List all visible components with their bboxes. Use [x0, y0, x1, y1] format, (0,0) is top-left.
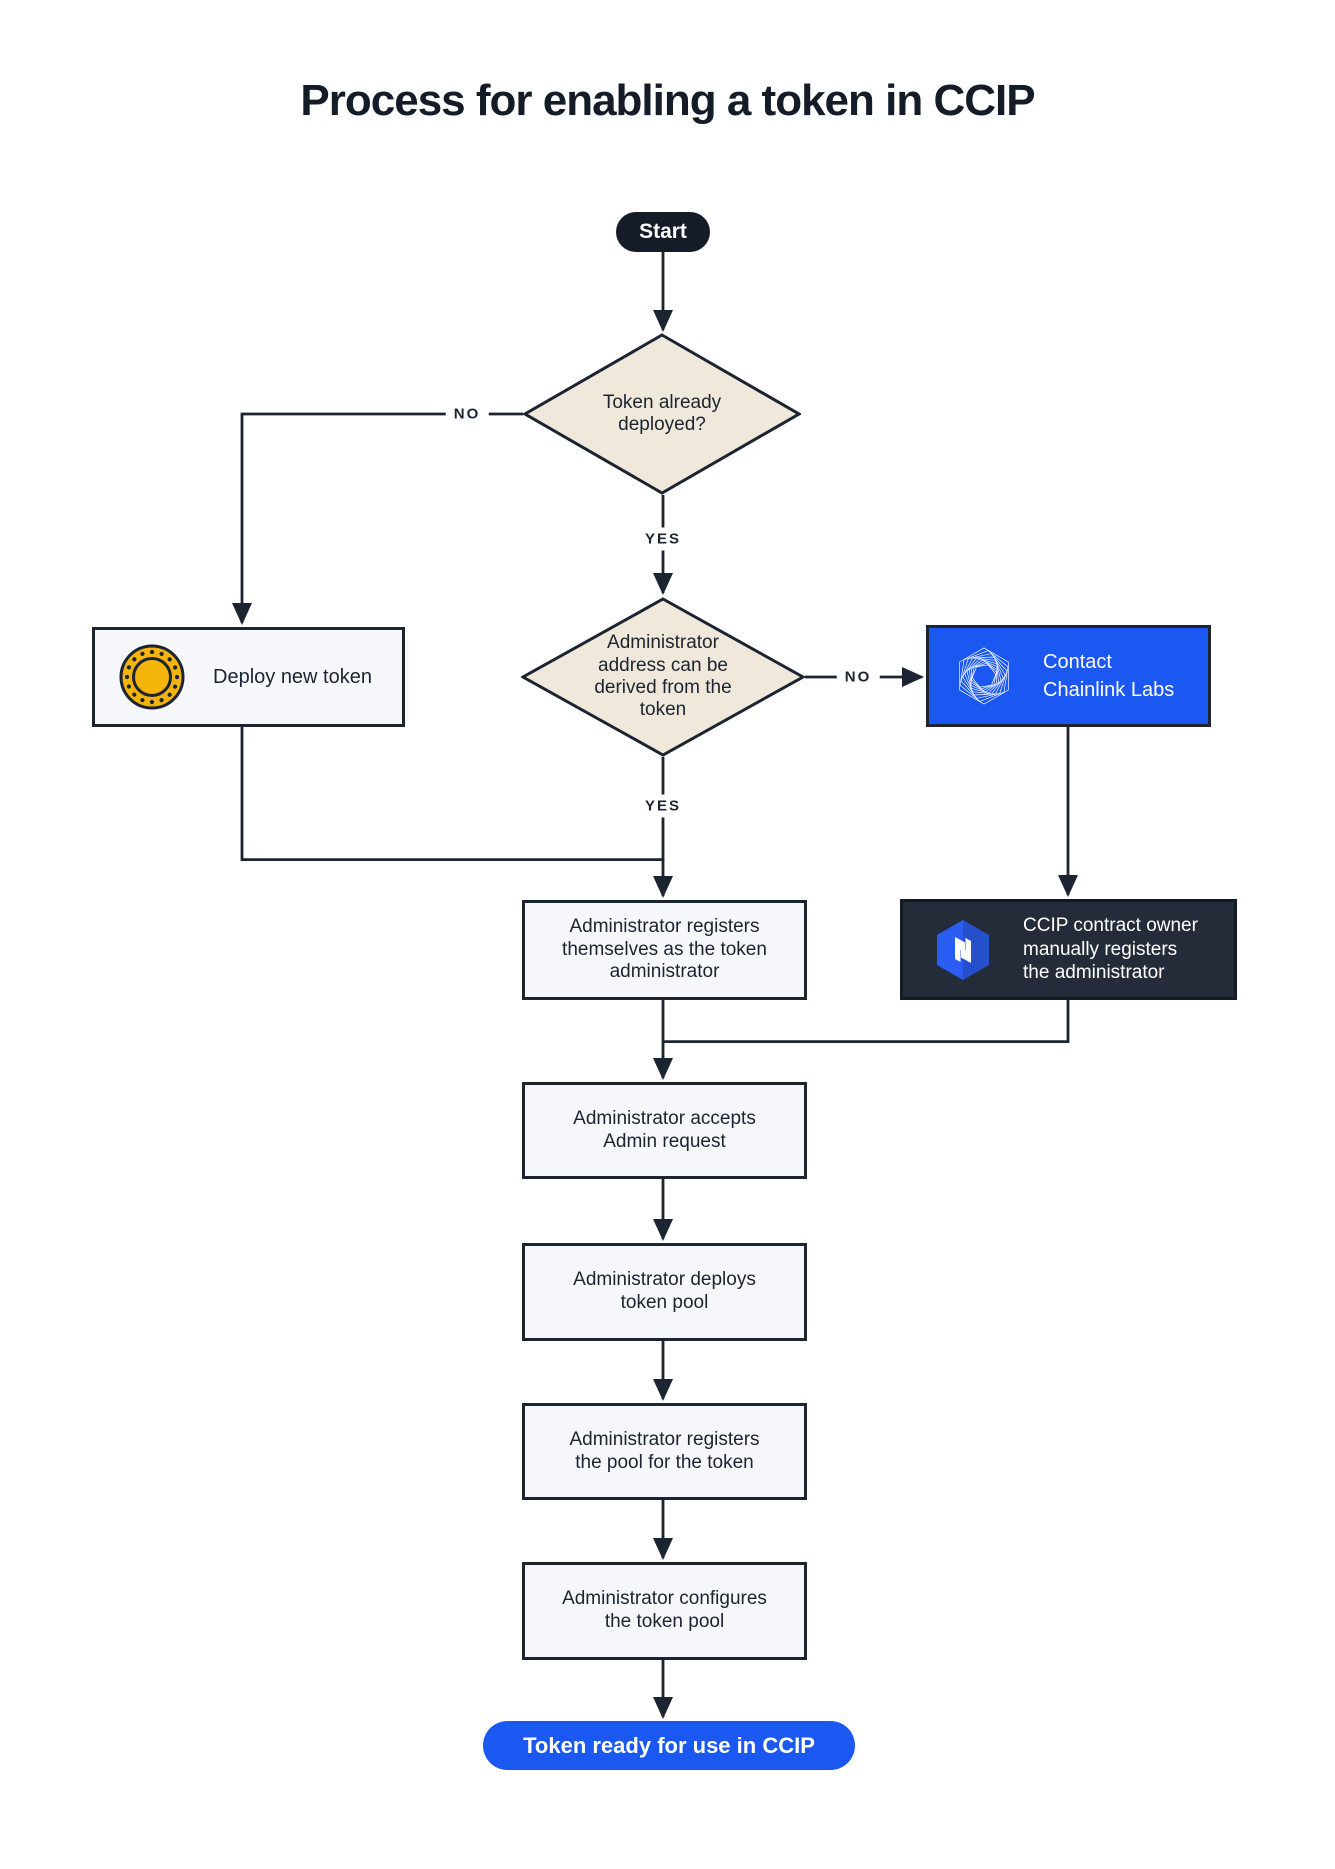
connector-ccipowner-merge — [663, 1000, 1070, 1043]
connector-decision1-no-to-deploy — [232, 412, 523, 625]
edge-label-no-2: NO — [836, 665, 880, 689]
edge-label-yes-2: YES — [636, 794, 690, 818]
chainlink-labs-icon — [953, 645, 1015, 707]
start-label: Start — [639, 220, 687, 243]
coin-icon — [119, 644, 185, 710]
edge-label-yes-1: YES — [636, 527, 690, 551]
process-deploy-new-token: Deploy new token — [92, 627, 405, 727]
ccip-icon — [937, 919, 989, 980]
start-node: Start — [616, 212, 710, 252]
diamond-shape — [521, 597, 805, 757]
edge-label-no-1: NO — [445, 402, 489, 426]
diamond-shape — [523, 333, 801, 495]
connector-deploy-merge — [240, 727, 665, 861]
process-deploy-new-token-label: Deploy new token — [213, 666, 372, 688]
end-token-ready-label: Token ready for use in CCIP — [523, 1732, 815, 1758]
end-token-ready: Token ready for use in CCIP — [483, 1721, 855, 1770]
page-title: Process for enabling a token in CCIP — [300, 76, 1035, 125]
